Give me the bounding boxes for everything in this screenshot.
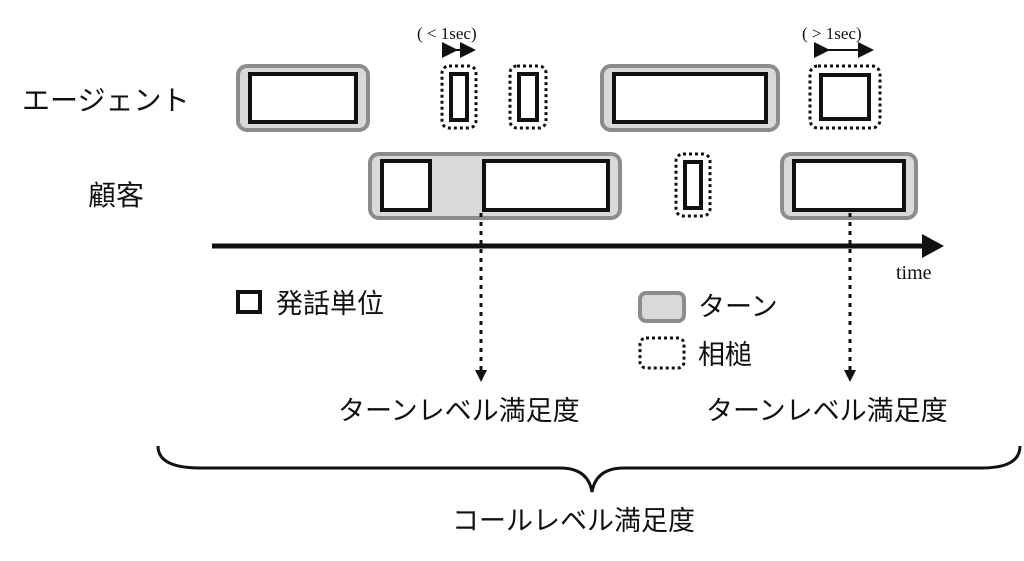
time-axis (212, 234, 944, 258)
agent-backchannel-2 (508, 64, 548, 130)
long-gap-label: ( > 1sec) (802, 24, 862, 43)
time-axis-label: time (896, 262, 932, 284)
legend-backchannel: 相槌 (638, 336, 752, 371)
turn-swatch (638, 291, 686, 323)
curly-brace (156, 445, 1022, 493)
utterance-swatch (236, 290, 262, 314)
legend-backchannel-label: 相槌 (698, 340, 752, 371)
agent-turn-1 (236, 64, 370, 132)
turn-level-satisfaction-2: ターンレベル満足度 (706, 396, 948, 427)
customer-utterance-2 (482, 159, 610, 212)
legend-turn: ターン (638, 291, 778, 323)
backchannel-swatch (638, 336, 686, 370)
turn-level-satisfaction-1: ターンレベル満足度 (338, 396, 580, 427)
customer-utterance-1 (380, 159, 432, 212)
legend-turn-label: ターン (698, 292, 778, 323)
call-level-satisfaction: コールレベル満足度 (452, 506, 695, 537)
legend-utterance: 発話単位 (236, 289, 384, 320)
agent-row-label: エージェント (22, 84, 189, 117)
agent-turn-2 (600, 64, 780, 132)
customer-backchannel-1 (674, 152, 712, 218)
legend-utterance-label: 発話単位 (276, 289, 384, 320)
turn-level-arrow-1 (475, 213, 487, 382)
customer-turn-1 (368, 152, 622, 220)
turn-level-arrow-2 (844, 213, 856, 382)
customer-row-label: 顧客 (88, 179, 144, 212)
agent-backchannel-1 (440, 64, 478, 130)
agent-utterance-1 (248, 72, 358, 124)
customer-turn-2 (780, 152, 918, 220)
agent-backchannel-3 (808, 64, 882, 130)
short-gap-label: ( < 1sec) (417, 24, 477, 43)
